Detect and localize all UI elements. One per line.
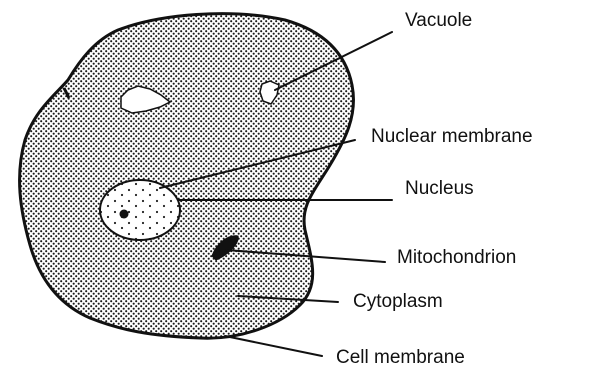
label-nuclear-membrane: Nuclear membrane <box>371 126 533 147</box>
cell-membrane-leader <box>225 336 322 356</box>
label-mitochondrion: Mitochondrion <box>397 247 516 268</box>
label-cytoplasm: Cytoplasm <box>353 291 443 312</box>
label-nucleus: Nucleus <box>405 178 474 199</box>
label-cell-membrane: Cell membrane <box>336 347 465 368</box>
nucleolus <box>120 210 129 219</box>
label-vacuole: Vacuole <box>405 10 472 31</box>
nucleus <box>100 180 180 240</box>
cell-body <box>20 14 354 339</box>
